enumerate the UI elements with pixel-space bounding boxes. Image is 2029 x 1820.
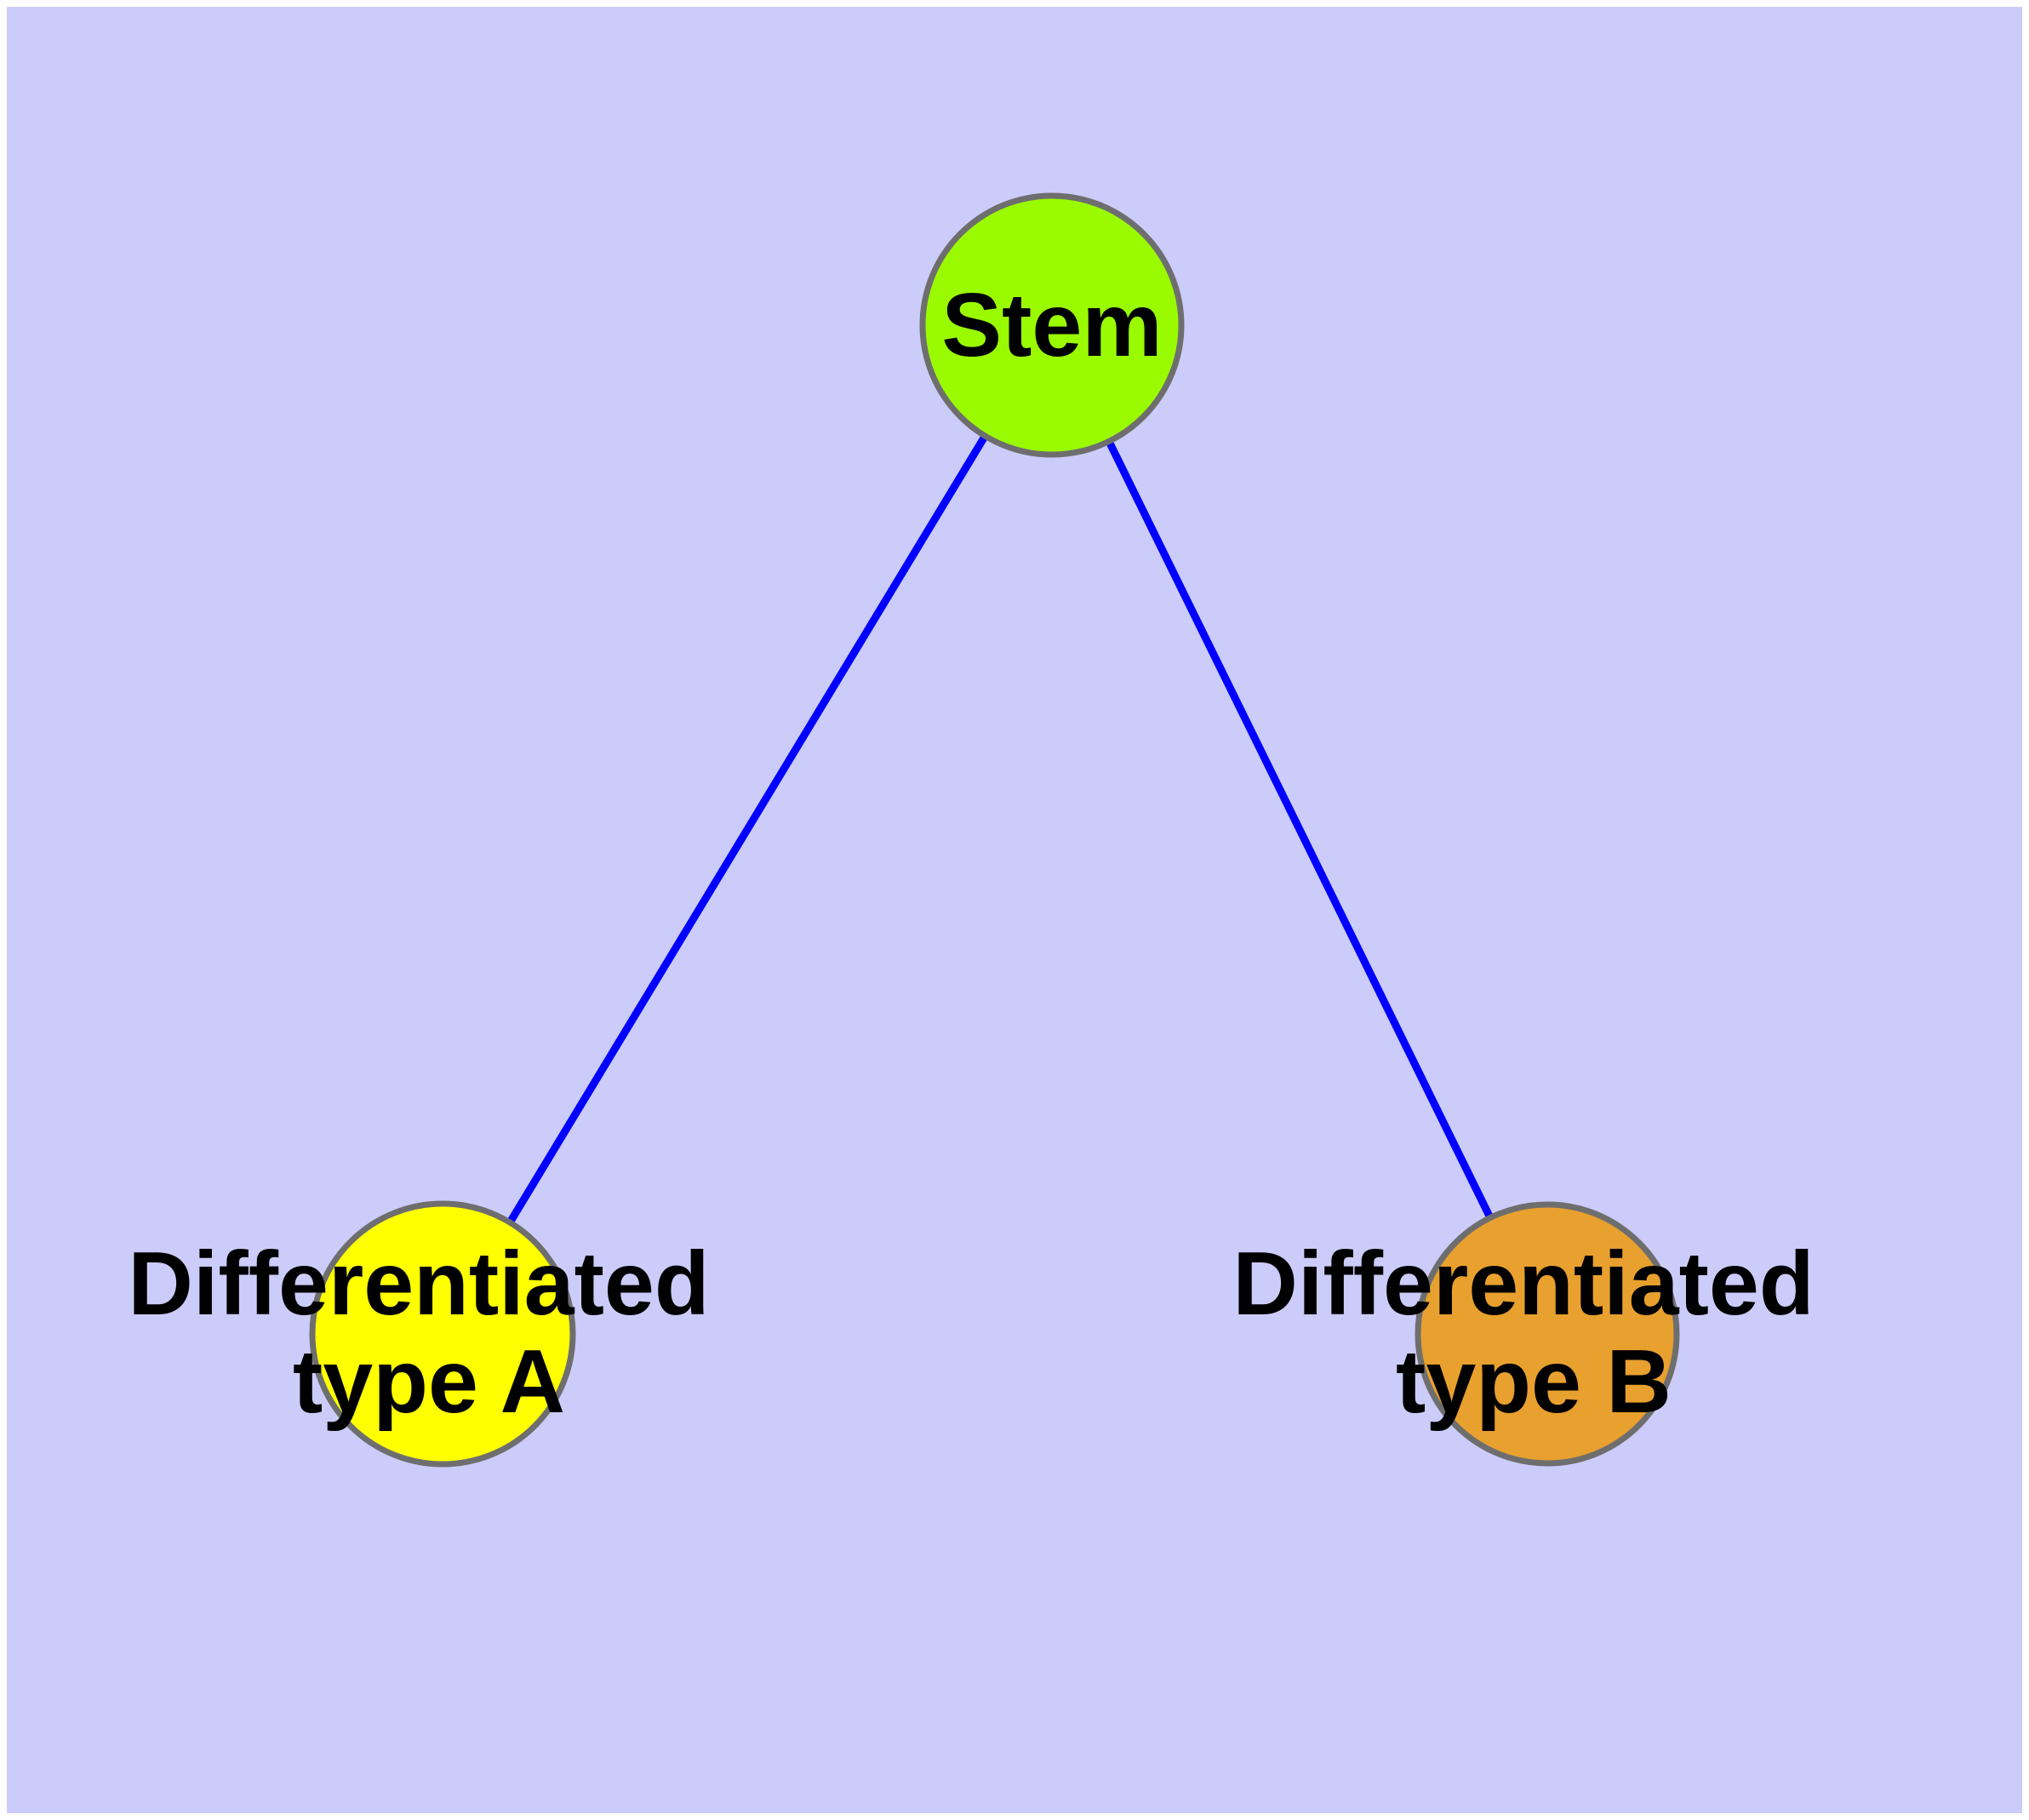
edge-layer	[439, 323, 1552, 1336]
node-label-differentiated-type-b-line1: Differentiated	[1232, 1233, 1814, 1334]
node-differentiated-type-a[interactable]	[309, 1200, 576, 1468]
label-layer: Stem Differentiated type A Differentiate…	[128, 275, 1814, 1432]
node-label-stem: Stem	[941, 275, 1162, 375]
node-label-differentiated-type-a-line2: type A	[293, 1331, 565, 1432]
node-stem[interactable]	[919, 192, 1185, 458]
node-label-differentiated-type-b-line2: type B	[1396, 1331, 1672, 1432]
edge-stem-to-differentiated-type-b	[1048, 323, 1552, 1336]
edge-stem-to-differentiated-type-a	[439, 323, 1055, 1336]
node-label-differentiated-type-a-line1: Differentiated	[128, 1233, 709, 1334]
node-differentiated-type-b[interactable]	[1415, 1201, 1680, 1467]
node-layer	[309, 192, 1680, 1468]
